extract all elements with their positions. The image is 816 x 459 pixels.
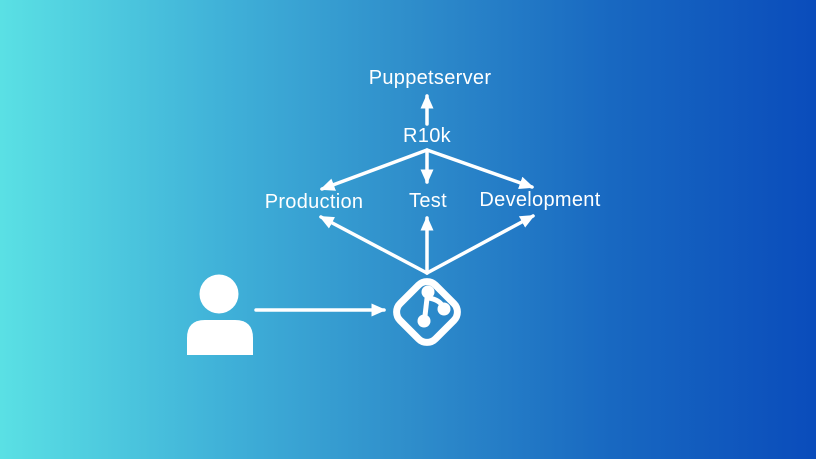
node-development: Development	[479, 189, 601, 211]
node-r10k: R10k	[403, 125, 451, 147]
person-icon	[187, 274, 253, 355]
node-puppetserver: Puppetserver	[368, 67, 492, 89]
node-test: Test	[409, 190, 447, 212]
node-production: Production	[264, 191, 364, 213]
arrow-git-to-production	[319, 215, 429, 275]
git-logo-icon	[393, 278, 461, 346]
arrow-r10k-to-production	[319, 148, 429, 191]
arrow-r10k-to-development	[425, 148, 535, 189]
arrow-git-to-development	[425, 214, 535, 275]
